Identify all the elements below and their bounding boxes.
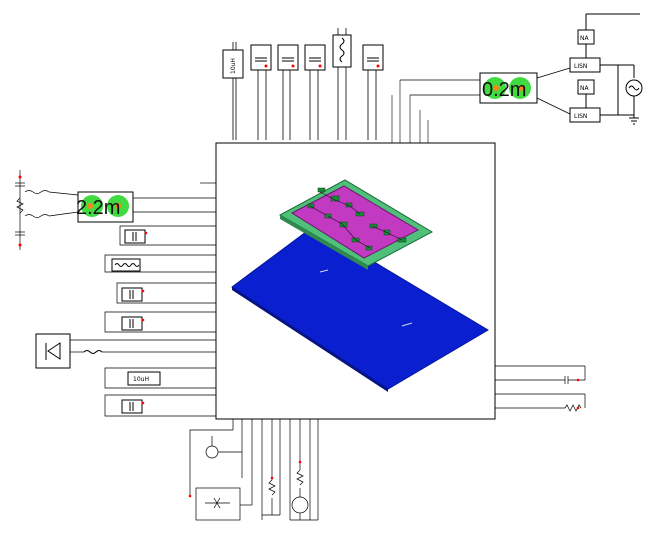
lisn-upper[interactable]: NA LISN: [569, 13, 640, 73]
left-capacitor-3[interactable]: [104, 311, 216, 333]
bottom-node-2: [298, 460, 302, 464]
plane-mark-2: [401, 322, 413, 327]
pcb-3d-view[interactable]: [231, 179, 489, 392]
left-input-network[interactable]: [15, 170, 79, 250]
pcb-board-edge: [280, 215, 368, 270]
lsn-label-lower: LISN: [574, 113, 587, 120]
top-pin-stubs: [391, 80, 429, 143]
left-inductor-2-label: 10uH: [133, 376, 149, 383]
port-right-value: 0.2m: [482, 79, 526, 101]
left-capacitor-2[interactable]: [116, 282, 216, 304]
left-inductor-2[interactable]: 10uH: [104, 367, 216, 389]
ground-plane-edge: [232, 287, 388, 392]
port-right[interactable]: 0.2m: [400, 67, 571, 115]
pcb-traces: [309, 191, 403, 249]
na-label-upper: NA: [580, 35, 589, 42]
bottom-node-1: [188, 494, 192, 498]
right-node-2: [576, 406, 580, 410]
lsn-label-upper: LISN: [574, 63, 587, 70]
lisn-lower[interactable]: NA LISN: [569, 79, 618, 123]
na-label-lower: NA: [580, 85, 589, 92]
left-capacitor-4[interactable]: [104, 394, 216, 417]
plane-mark-1: [319, 269, 329, 273]
top-capacitor-1[interactable]: [250, 44, 272, 140]
left-node-1: [18, 175, 22, 179]
bottom-node-3: [270, 476, 274, 480]
left-source-block[interactable]: [35, 333, 216, 369]
right-node-1: [576, 378, 580, 382]
voltage-source[interactable]: [617, 64, 643, 125]
top-capacitor-4[interactable]: [362, 44, 384, 140]
left-capacitor-1[interactable]: [119, 225, 216, 246]
pcb-copper-area: [290, 185, 420, 259]
left-inductor-1[interactable]: [104, 254, 216, 273]
top-inductor-label: 10uH: [230, 58, 237, 74]
right-resistor-load[interactable]: [495, 393, 586, 412]
port-left-value: 2.2m: [76, 197, 120, 219]
top-capacitor-2[interactable]: [277, 44, 299, 140]
top-capacitor-3[interactable]: [304, 44, 326, 140]
port-left[interactable]: 2.2m: [76, 191, 216, 223]
bottom-network[interactable]: [189, 419, 319, 521]
right-capacitor-load[interactable]: [495, 365, 586, 384]
top-inductor[interactable]: 10uH: [222, 42, 244, 140]
left-node-2: [18, 243, 22, 247]
top-coil[interactable]: [332, 28, 352, 140]
